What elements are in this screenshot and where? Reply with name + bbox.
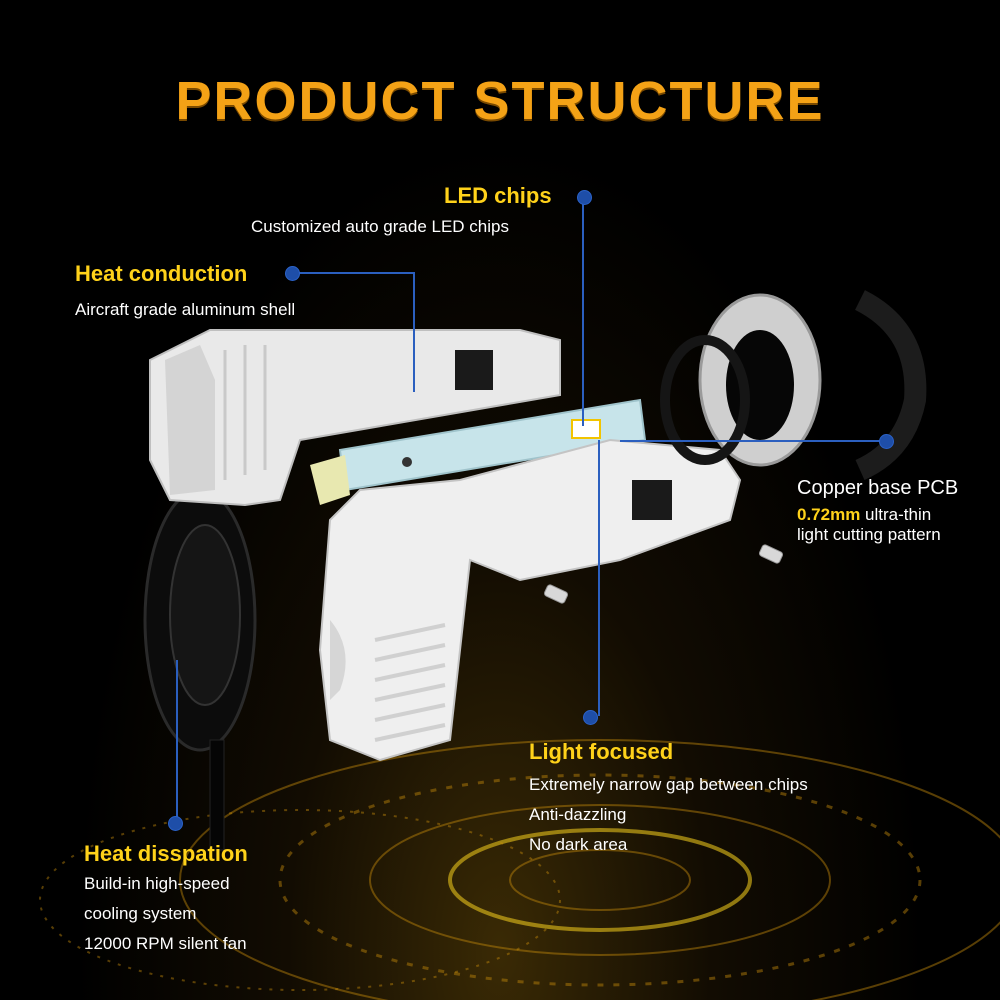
mounting-ring xyxy=(660,290,927,481)
cooling-fan-icon xyxy=(143,488,257,851)
page-title: PRODUCT STRUCTURE xyxy=(175,71,825,131)
copper-pcb-desc: 0.72mm ultra-thin xyxy=(797,500,931,530)
pcb-thickness-text: ultra-thin xyxy=(860,505,932,524)
light-focused-line: Extremely narrow gap between chips xyxy=(529,775,808,794)
light-focused-line: Anti-dazzling xyxy=(529,805,627,824)
light-focused-label: Light focused xyxy=(529,739,674,764)
heat-dissipation-line: Build-in high-speed xyxy=(84,874,230,893)
callout-dot xyxy=(583,710,598,725)
led-chips-label: LED chips xyxy=(444,183,552,208)
leader-line xyxy=(620,440,885,442)
leader-line xyxy=(413,272,415,392)
leader-line xyxy=(296,272,414,274)
callout-dot xyxy=(285,266,300,281)
copper-pcb-desc-2: light cutting pattern xyxy=(797,525,941,544)
heat-conduction-label: Heat conduction xyxy=(75,261,248,286)
aluminum-shell-top xyxy=(149,329,561,507)
copper-pcb-board xyxy=(310,398,647,505)
leader-line xyxy=(598,440,600,716)
heat-dissipation-label: Heat disspation xyxy=(84,841,248,866)
leader-line xyxy=(582,196,584,426)
copper-pcb-label: Copper base PCB xyxy=(797,477,959,499)
heat-dissipation-line: 12000 RPM silent fan xyxy=(84,934,247,953)
heat-dissipation-line: cooling system xyxy=(84,904,197,923)
led-chips-desc: Customized auto grade LED chips xyxy=(251,217,509,236)
aluminum-shell-bottom xyxy=(318,438,742,762)
callout-dot xyxy=(879,434,894,449)
light-focused-line: No dark area xyxy=(529,835,628,854)
leader-line xyxy=(176,660,178,820)
callout-dot xyxy=(168,816,183,831)
heat-conduction-desc: Aircraft grade aluminum shell xyxy=(75,300,296,319)
callout-dot xyxy=(577,190,592,205)
pcb-thickness-value: 0.72mm xyxy=(797,505,861,524)
screws-icon xyxy=(543,544,784,604)
